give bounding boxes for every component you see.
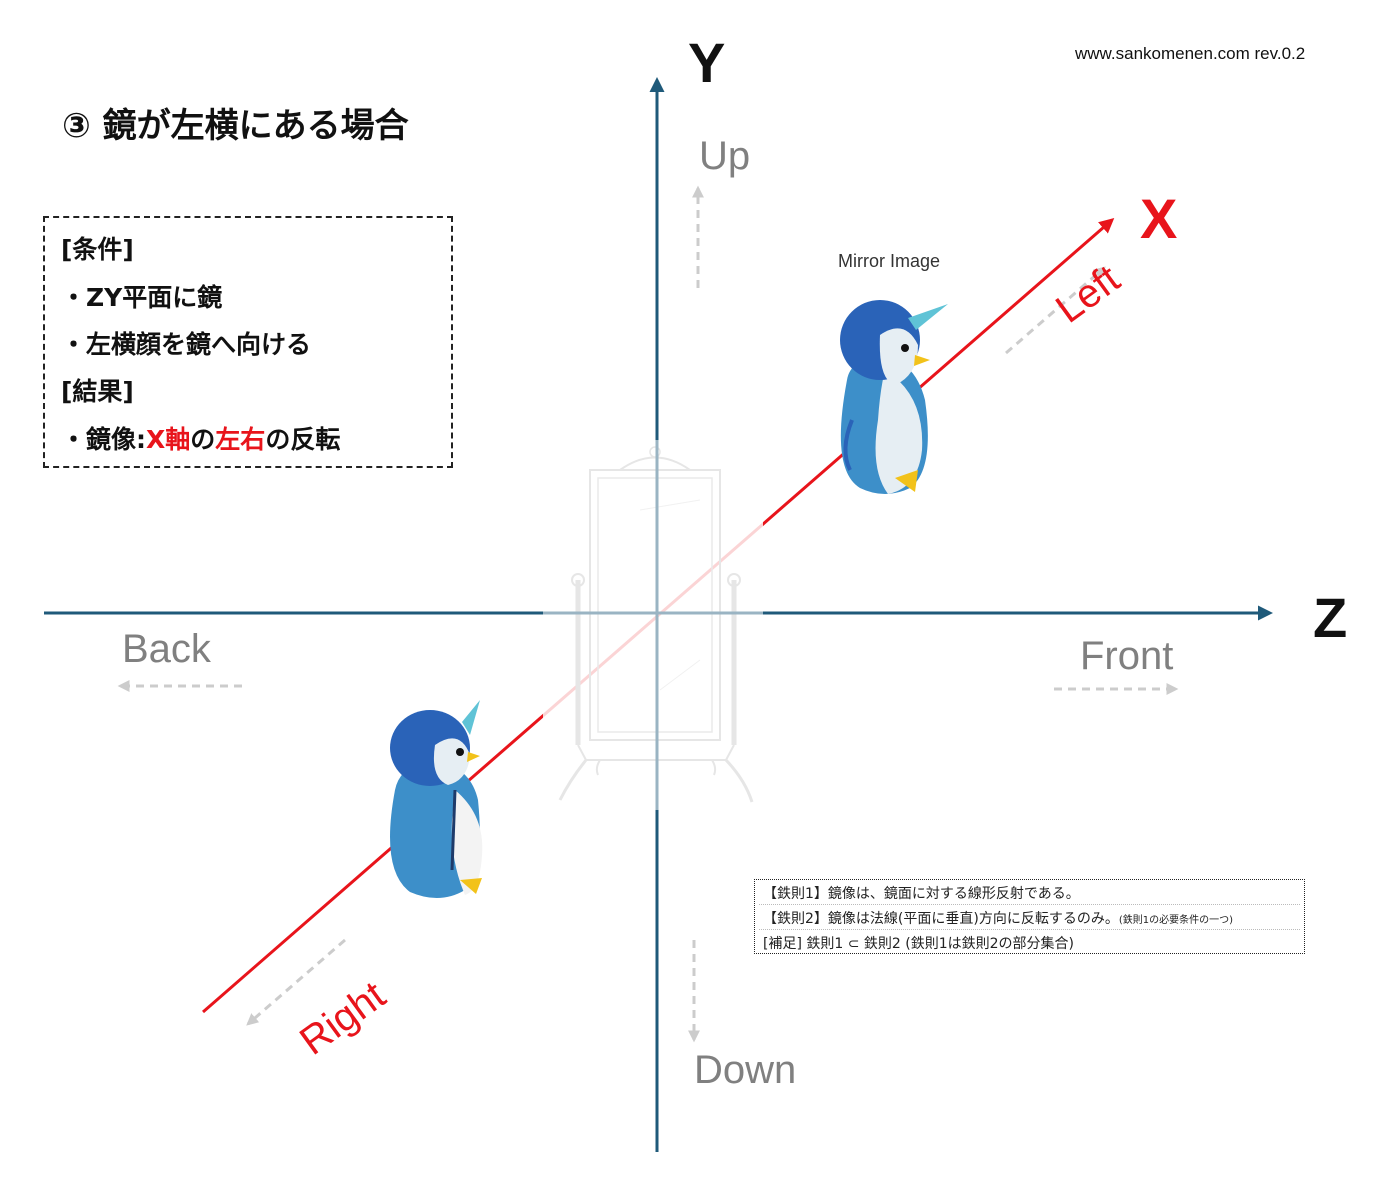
- result-left-right: 左右: [215, 425, 266, 454]
- direction-down-label: Down: [694, 1048, 797, 1092]
- rule-2-text: 【鉄則2】鏡像は法線(平面に垂直)方向に反転するのみ。: [763, 911, 1119, 927]
- result-line: ・鏡像:X軸の左右の反転: [61, 420, 340, 456]
- rule-1: 【鉄則1】鏡像は、鏡面に対する線形反射である。: [763, 886, 1080, 902]
- conditions-box: [条件] ・ZY平面に鏡 ・左横顔を鏡へ向ける [結果] ・鏡像:X軸の左右の反…: [43, 216, 453, 468]
- condition-item: ・左横顔を鏡へ向ける: [61, 330, 312, 359]
- x-axis-label: X: [1140, 187, 1178, 250]
- left-guide-arrow: [1005, 266, 1106, 355]
- rule-2-note: (鉄則1の必要条件の一つ): [1118, 915, 1234, 926]
- result-axis: X軸: [146, 425, 191, 454]
- result-suffix: の反転: [265, 425, 341, 454]
- site-label: www.sankomenen.com rev.0.2: [1075, 44, 1306, 63]
- y-axis-label: Y: [688, 31, 726, 94]
- rule-note: [補足] 鉄則1 ⊂ 鉄則2 (鉄則1は鉄則2の部分集合): [763, 936, 1075, 952]
- result-prefix: ・鏡像:: [61, 425, 146, 454]
- rules-box: 【鉄則1】鏡像は、鏡面に対する線形反射である。 【鉄則2】鏡像は法線(平面に垂直…: [754, 879, 1305, 954]
- condition-item: ・ZY平面に鏡: [61, 283, 223, 312]
- penguin-mirror-image: [840, 300, 948, 494]
- rule-2: 【鉄則2】鏡像は法線(平面に垂直)方向に反転するのみ。(鉄則1の必要条件の一つ): [763, 908, 1233, 928]
- result-header: [結果]: [61, 377, 134, 406]
- direction-up-label: Up: [699, 134, 751, 178]
- result-mid: の: [190, 425, 216, 454]
- conditions-header: [条件]: [61, 235, 134, 264]
- penguin-original: [390, 700, 483, 899]
- direction-back-label: Back: [122, 627, 211, 671]
- mirror-image-label: Mirror Image: [838, 251, 941, 271]
- direction-front-label: Front: [1080, 634, 1174, 678]
- page-title: ③ 鏡が左横にある場合: [62, 106, 409, 146]
- right-guide-arrow: [246, 938, 346, 1026]
- z-axis-label: Z: [1313, 586, 1348, 649]
